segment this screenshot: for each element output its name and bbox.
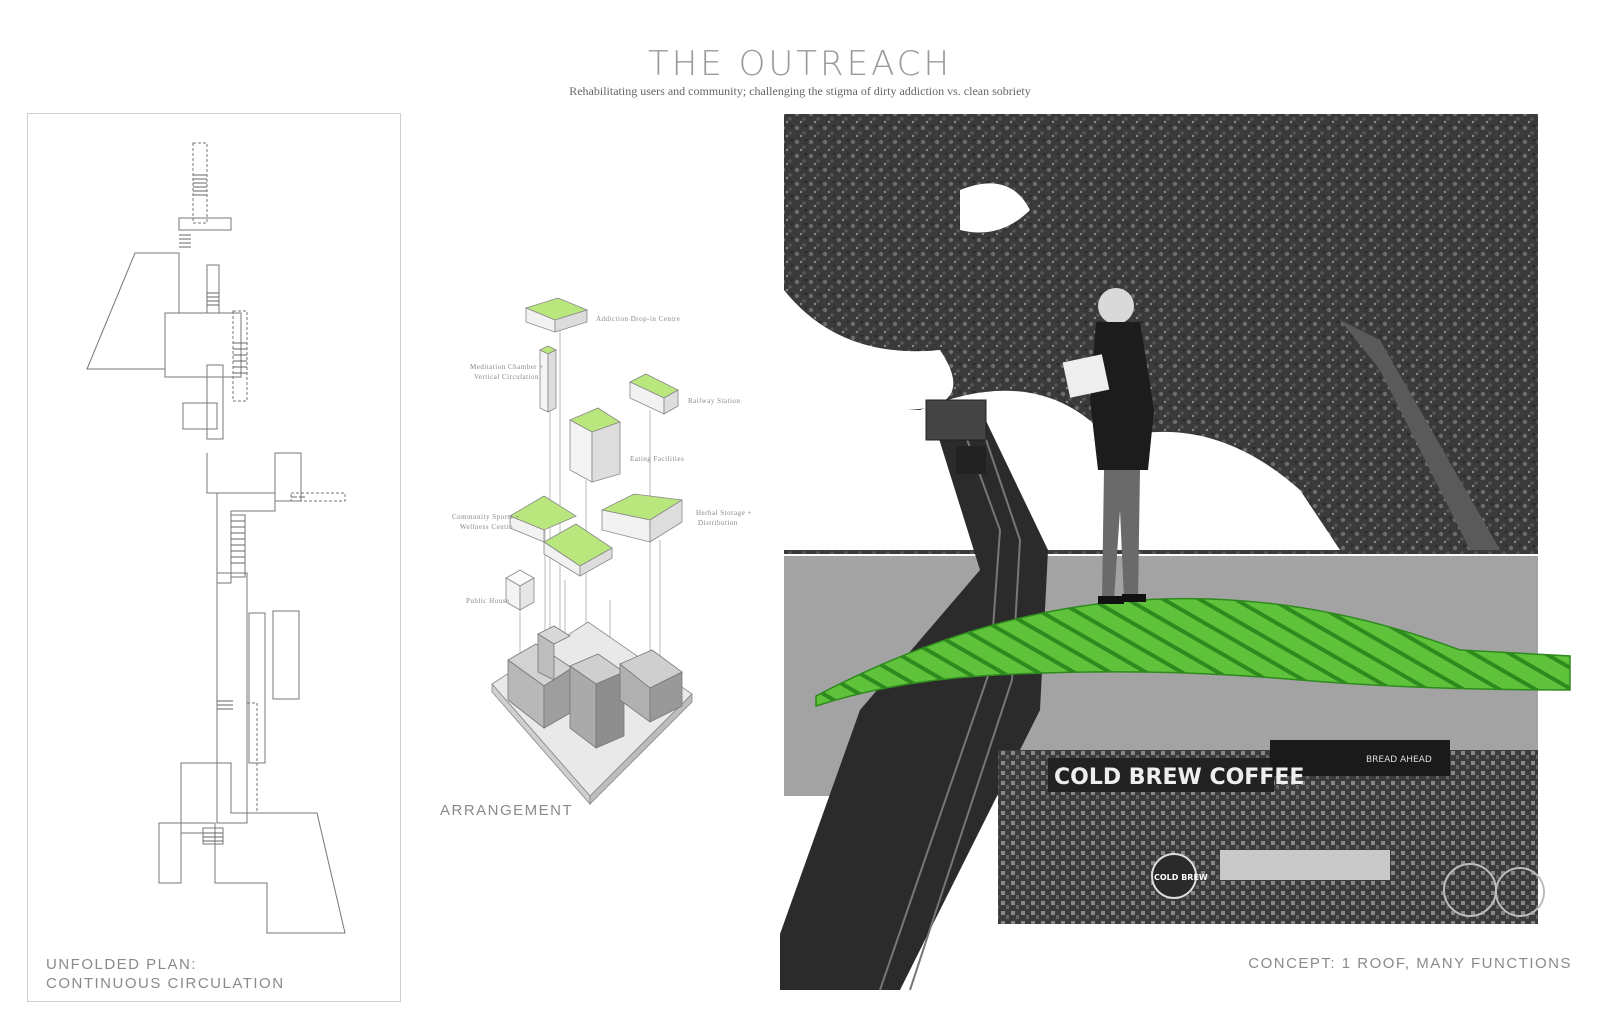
label-meditation-chamber-2: Vertical Circulation xyxy=(474,373,540,381)
concept-label: CONCEPT: 1 ROOF, MANY FUNCTIONS xyxy=(1248,955,1572,972)
label-addiction-drop-in: Addiction Drop-in Centre xyxy=(596,315,681,323)
base-site-model xyxy=(491,621,693,806)
label-community-sports-1: Community Sports + xyxy=(452,513,520,521)
block-meditation-chamber xyxy=(539,345,557,413)
label-herbal-storage-2: Distribution xyxy=(698,519,738,527)
plan-label-line1: UNFOLDED PLAN: xyxy=(46,956,198,973)
label-meditation-chamber-1: Meditation Chamber + xyxy=(470,363,544,371)
block-addiction-drop-in xyxy=(524,297,589,333)
man-reading-figure xyxy=(1062,288,1154,604)
arrangement-axonometric xyxy=(491,297,693,806)
label-eating-facilities: Eating Facilities xyxy=(630,455,685,463)
block-public-house xyxy=(505,569,535,611)
label-public-house: Public House xyxy=(466,597,510,605)
market-stalls xyxy=(998,740,1545,924)
sign-bread-ahead: BREAD AHEAD xyxy=(1366,755,1432,765)
sign-cold-brew-badge: COLD BREW xyxy=(1154,873,1208,882)
label-herbal-storage-1: Herbal Storage + xyxy=(696,509,752,517)
unfolded-plan-drawing xyxy=(86,142,346,934)
label-community-sports-2: Wellness Centre xyxy=(460,523,514,531)
plan-label: UNFOLDED PLAN: CONTINUOUS CIRCULATION xyxy=(46,955,285,993)
block-eating-facilities xyxy=(569,407,621,483)
concept-collage: COLD BREW COFFEE BREAD AHEAD COLD BREW xyxy=(780,114,1571,991)
plan-label-line2: CONTINUOUS CIRCULATION xyxy=(46,975,285,992)
block-railway-station xyxy=(629,373,679,415)
sign-cold-brew-coffee: COLD BREW COFFEE xyxy=(1054,765,1304,790)
page-subtitle: Rehabilitating users and community; chal… xyxy=(569,84,1031,98)
page-title: THE OUTREACH xyxy=(647,44,953,84)
railway-viaduct xyxy=(780,400,1048,990)
block-herbal-storage xyxy=(600,493,684,543)
label-railway-station: Railway Station xyxy=(688,397,741,405)
block-community-sports-lower xyxy=(543,523,613,577)
plan-frame xyxy=(27,113,401,1002)
green-roof xyxy=(815,597,1571,708)
arrangement-label: ARRANGEMENT xyxy=(440,802,574,819)
